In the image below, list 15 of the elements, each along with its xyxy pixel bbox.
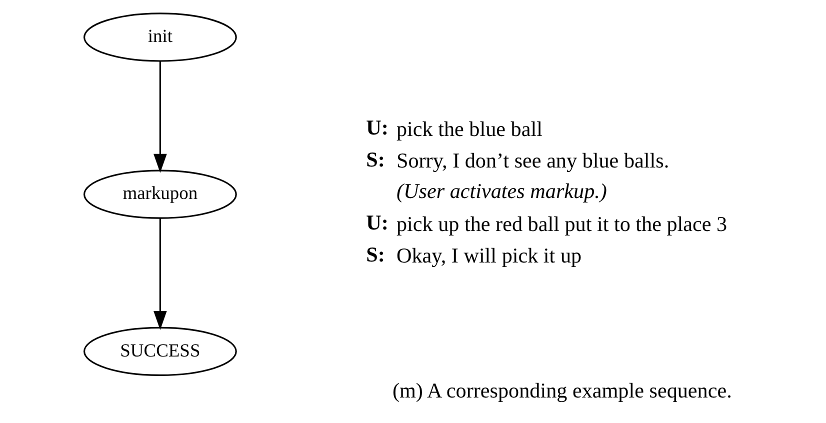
label: Okay, I will pick it up [396, 244, 582, 268]
caption: (m) A corresponding example sequence. [392, 378, 732, 402]
node-ellipse: markupon [83, 170, 237, 219]
label: S: [366, 147, 385, 172]
label: U: [366, 210, 388, 235]
label: S: [366, 242, 385, 266]
node-ellipse: SUCCESS [83, 326, 237, 376]
node-ellipse: init [83, 12, 237, 62]
arrow [154, 218, 167, 330]
label: pick the blue ball [396, 116, 542, 141]
label: Sorry, I don’t see any blue balls. [396, 148, 670, 173]
label: pick up the red ball put it to the place 3 [396, 212, 728, 236]
label: (User activates markup.) [396, 179, 607, 204]
arrow [154, 61, 167, 173]
label: U: [366, 116, 388, 140]
